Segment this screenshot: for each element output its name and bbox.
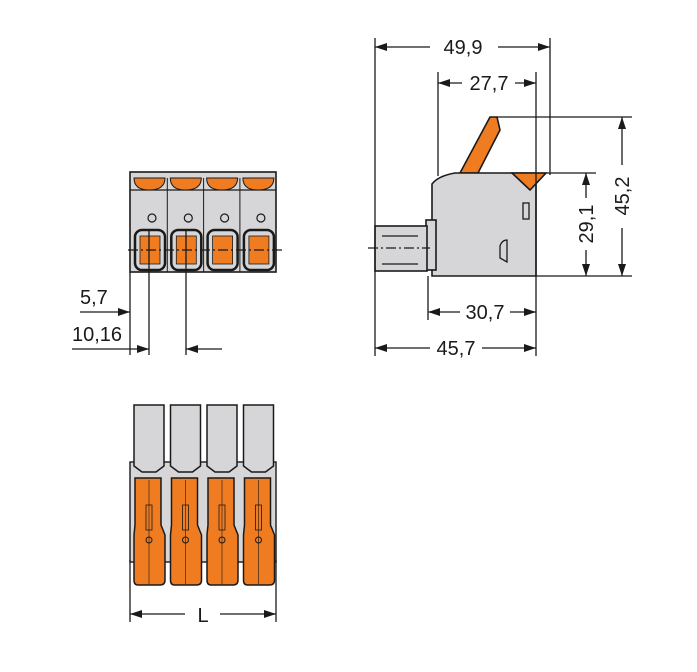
- test-port-marker: [183, 213, 193, 223]
- wago-logo-mark: [145, 504, 153, 531]
- test-port-marker: [220, 213, 230, 223]
- test-port-marker: [256, 213, 266, 223]
- bottom-view: [129, 404, 277, 586]
- dim-width: L: [197, 605, 208, 627]
- pin-housing: [133, 404, 165, 473]
- dim-lever-length: 27,7: [470, 73, 509, 95]
- pin-housing: [169, 404, 202, 473]
- lever-top: [242, 177, 275, 191]
- wago-logo-mark: [182, 504, 189, 531]
- orange-lever: [206, 477, 239, 586]
- wago-logo-mark: [218, 504, 226, 531]
- orange-lever: [133, 477, 166, 586]
- front-view: [129, 171, 277, 273]
- lever-marker: [182, 536, 189, 544]
- dim-pitch-offset: 5,7: [80, 287, 108, 309]
- housing-body: [431, 172, 537, 277]
- lever-top: [169, 177, 202, 191]
- dim-pitch: 10,16: [72, 324, 122, 346]
- lever-marker: [255, 536, 262, 544]
- lever-top: [206, 177, 239, 191]
- lever-top: [133, 177, 166, 191]
- side-view: [368, 116, 548, 277]
- dim-total-height: 45,2: [612, 177, 634, 216]
- release-lever: [458, 116, 501, 174]
- side-dimensions: 49,9 27,7 45,2 29,1 30,7 45,7: [374, 37, 634, 360]
- bottom-dimensions: L: [129, 560, 277, 627]
- dim-base-length: 45,7: [437, 338, 476, 360]
- pin-housing: [242, 404, 275, 473]
- lever-marker: [218, 536, 226, 544]
- lever-marker: [145, 536, 153, 544]
- dim-total-length: 49,9: [444, 37, 483, 59]
- orange-lever: [242, 477, 276, 586]
- wago-logo-mark: [255, 504, 262, 531]
- front-dimensions: 5,7 10,16: [72, 230, 284, 355]
- dim-body-height: 29,1: [576, 205, 598, 244]
- orange-lever: [169, 477, 203, 586]
- dim-body-depth: 30,7: [466, 302, 505, 324]
- test-port-marker: [147, 213, 157, 223]
- pin-housing: [206, 404, 238, 473]
